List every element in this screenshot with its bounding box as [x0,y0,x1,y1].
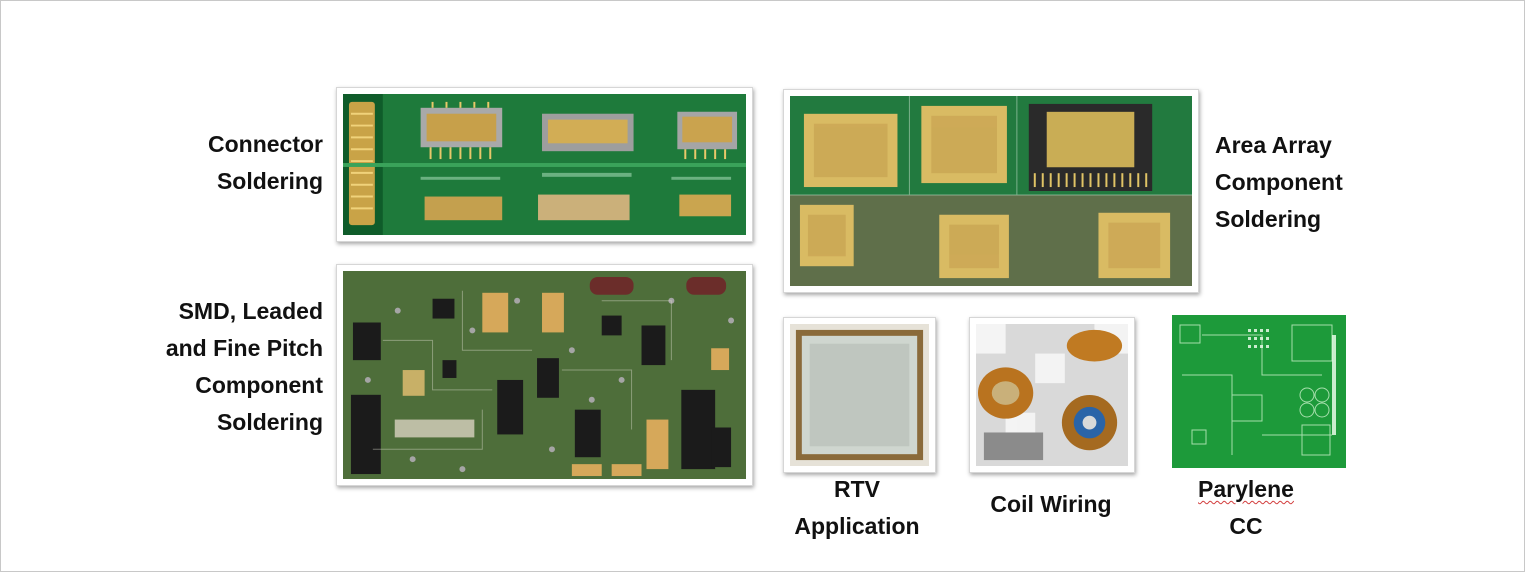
caption-line: SMD, Leaded [178,298,323,324]
caption-line: Soldering [216,409,323,435]
rtv-image [790,324,929,466]
caption-line: and Fine Pitch [165,335,323,361]
connector-board-image [343,94,746,235]
rtv-application-caption: RTV Application [771,471,943,545]
coil-wiring-photo [969,317,1135,473]
area-array-components-photo [783,89,1199,293]
smd-board-image [343,271,746,479]
area-array-image [790,96,1192,286]
caption-line: RTV [834,476,880,502]
area-array-caption: Area Array Component Soldering [1215,127,1415,238]
caption-line: Coil Wiring [990,491,1112,517]
connector-soldering-caption: Connector Soldering [121,126,323,200]
parylene-pcb-photo [1172,315,1346,468]
caption-line: Application [794,513,920,539]
caption-line: CC [1229,513,1263,539]
caption-line: Component [195,372,323,398]
smd-pcb-photo [336,264,753,486]
parylene-caption: Parylene CC [1171,471,1321,545]
caption-line: Parylene [1198,476,1294,502]
smd-soldering-caption: SMD, Leaded and Fine Pitch Component Sol… [101,293,323,441]
rtv-application-photo [783,317,936,473]
caption-line: Soldering [216,168,323,194]
coil-image [976,324,1128,466]
caption-line: Area Array [1215,132,1332,158]
caption-line: Soldering [1215,206,1322,232]
connector-soldering-photo [336,87,753,242]
caption-line: Connector [208,131,323,157]
caption-line: Component [1215,169,1343,195]
coil-wiring-caption: Coil Wiring [961,486,1141,523]
parylene-board-image [1172,315,1346,468]
